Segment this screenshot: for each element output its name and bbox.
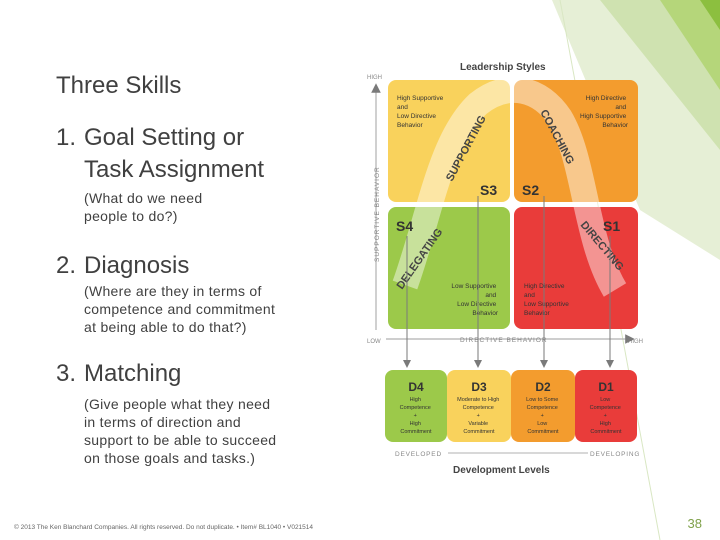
d2-description: Low to Some Competence + Low Commitment [526,397,560,435]
developing-label: DEVELOPING [590,451,640,458]
skill-desc-1: (What do we need people to do?) [84,189,202,225]
level-d3 [447,370,511,442]
d1-code: D1 [598,380,614,394]
s2-code: S2 [522,182,539,198]
x-axis-label: DIRECTIVE BEHAVIOR [460,337,548,344]
skill-heading: Matching [84,360,182,387]
style-curve [392,77,627,297]
s3-description: High Supportive and Low Directive Behavi… [397,95,445,129]
developed-label: DEVELOPED [395,451,442,458]
y-axis-label: SUPPORTIVE BEHAVIOR [374,166,381,262]
levels-title: Development Levels [453,465,550,476]
diagram-title: Leadership Styles [460,62,546,73]
d2-code: D2 [535,380,551,394]
desc-line: support to be able to succeed [84,432,277,448]
skill-heading-line2: Task Assignment [84,156,265,183]
axis-high-label: HIGH [367,75,382,81]
quadrant-s4 [388,207,510,329]
slide-title: Three Skills [56,72,182,99]
desc-line: (Give people what they need [84,396,271,412]
skill-item-1: 1. Goal Setting or Task Assignment [56,122,264,186]
desc-line: (What do we need [84,190,203,206]
s1-code: S1 [603,218,620,234]
axis-low-label: LOW [367,339,381,345]
d3-code: D3 [471,380,487,394]
desc-line: (Where are they in terms of [84,283,262,299]
skill-number: 2. [56,252,77,279]
skill-number: 1. [56,124,77,151]
d3-description: Moderate to High Competence + Variable C… [457,397,501,435]
d1-description: Low Competence + High Commitment [590,397,623,435]
d4-code: D4 [408,380,424,394]
desc-line: in terms of direction and [84,414,241,430]
skill-heading: Goal Setting or [84,124,245,151]
copyright-footer: © 2013 The Ken Blanchard Companies. All … [14,524,314,531]
skill-desc-3: (Give people what they need in terms of … [84,395,276,467]
s2-description: High Directive and High Supportive Behav… [580,95,629,129]
page-number: 38 [687,516,702,531]
desc-line: competence and commitment [84,301,276,317]
s3-code: S3 [480,182,497,198]
d4-description: High Competence + High Commitment [400,397,433,435]
axis-high-x-label: HIGH [628,339,643,345]
situational-leadership-diagram: Leadership Styles HIGH LOW HIGH SUPPORTI… [367,62,643,476]
desc-line: on those goals and tasks.) [84,450,256,466]
level-d4 [385,370,447,442]
quadrant-s1 [514,207,638,329]
quadrant-s2 [514,80,638,202]
skill-heading: Diagnosis [84,252,190,279]
skill-desc-2: (Where are they in terms of competence a… [84,282,275,336]
desc-line: at being able to do that?) [84,319,247,335]
skill-number: 3. [56,360,77,387]
skill-item-2: 2. Diagnosis [56,250,189,282]
level-d2 [511,370,575,442]
level-d1 [575,370,637,442]
s4-description: Low Supportive and Low Directive Behavio… [451,283,498,317]
quadrant-s3 [388,80,510,202]
skill-item-3: 3. Matching [56,358,181,390]
desc-line: people to do?) [84,208,178,224]
s4-code: S4 [396,218,413,234]
